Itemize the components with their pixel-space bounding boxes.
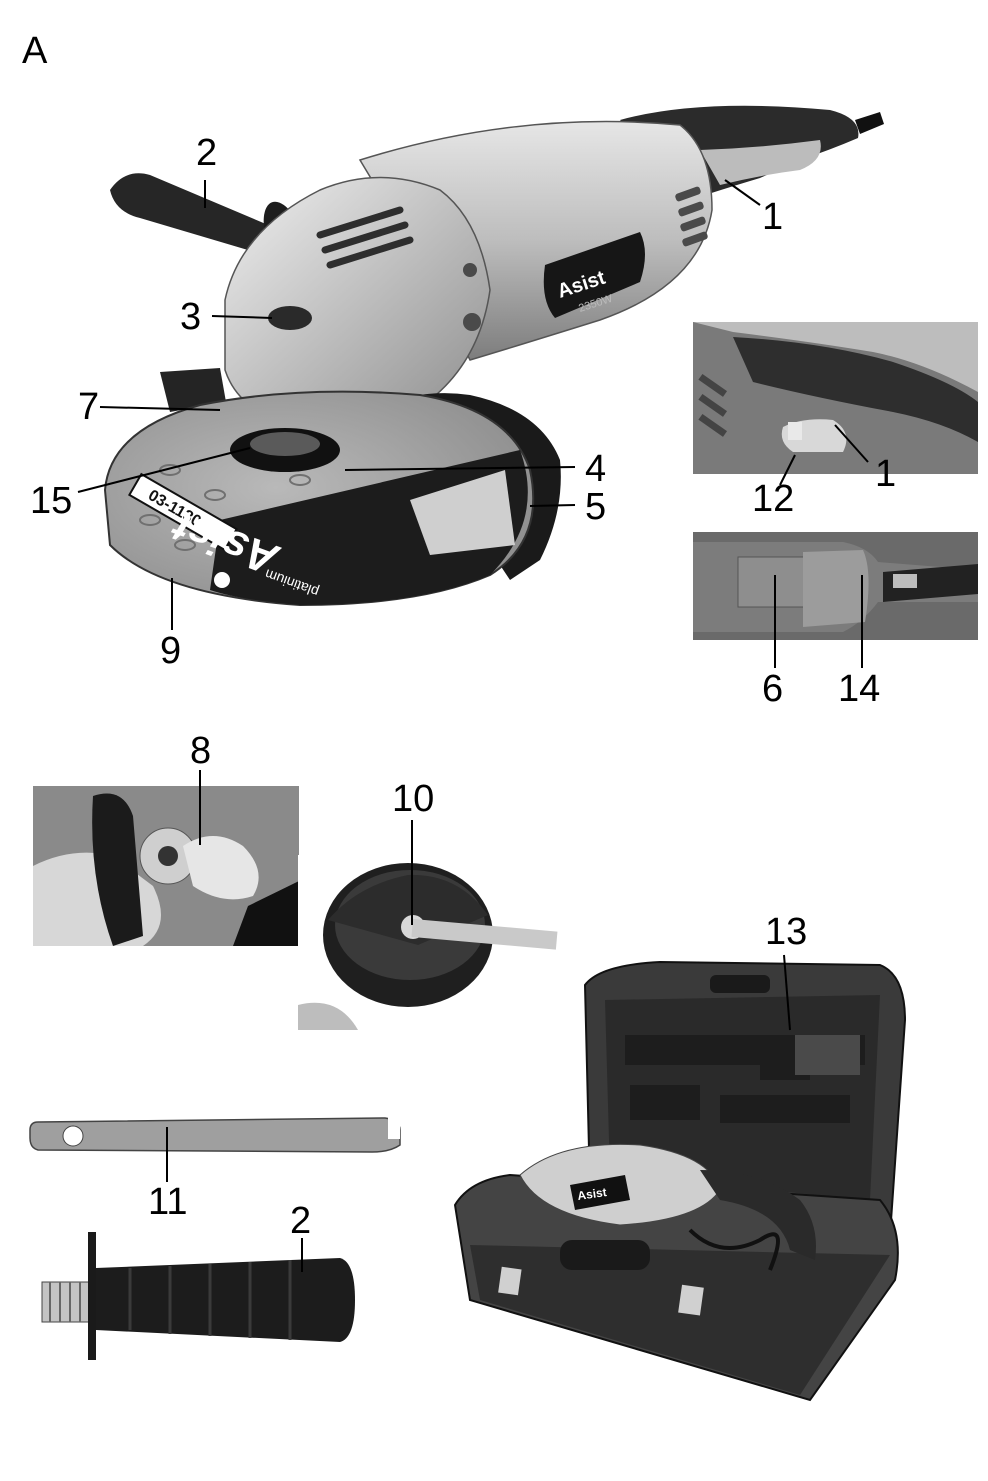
angle-grinder-illustration: Asist 2350W 03-1130 Asist platinium	[77, 105, 884, 630]
side-handle	[110, 173, 284, 258]
callout-11-flange-wrench: 11	[148, 1181, 188, 1223]
trigger-detail-photo	[693, 322, 978, 474]
case-grinder-brand-text: Asist	[576, 1185, 607, 1203]
callout-12-lock-on-button: 12	[752, 478, 795, 520]
disc-code-box	[128, 472, 238, 552]
callout-14-cable-clamp: 14	[838, 668, 881, 710]
brand-label-plate	[543, 232, 645, 318]
callout-1-trigger-detail: 1	[875, 453, 897, 495]
wrench-tighten-photo	[298, 855, 558, 1030]
callout-10-nut-wrench: 10	[392, 778, 435, 820]
callout-6-brush-cover: 6	[762, 668, 784, 710]
brush-cover-detail-photo	[693, 532, 978, 640]
callout-8-flange: 8	[190, 730, 212, 772]
callout-5-guard: 5	[585, 486, 607, 528]
page-letter: A	[22, 30, 48, 72]
callout-2-side-handle-detail: 2	[290, 1200, 312, 1242]
spindle-lock-button	[268, 306, 312, 330]
callout-13-carry-case: 13	[765, 911, 808, 953]
callout-9-disc: 9	[160, 630, 182, 672]
callout-4-flange: 4	[585, 448, 607, 490]
callout-3-spindle-lock: 3	[180, 296, 202, 338]
callout-15-nut: 15	[30, 480, 73, 522]
callout-7-guard-lever: 7	[78, 386, 100, 428]
flange-install-photo	[33, 786, 299, 946]
callout-2-side-handle: 2	[196, 132, 218, 174]
callout-1-trigger: 1	[762, 196, 784, 238]
